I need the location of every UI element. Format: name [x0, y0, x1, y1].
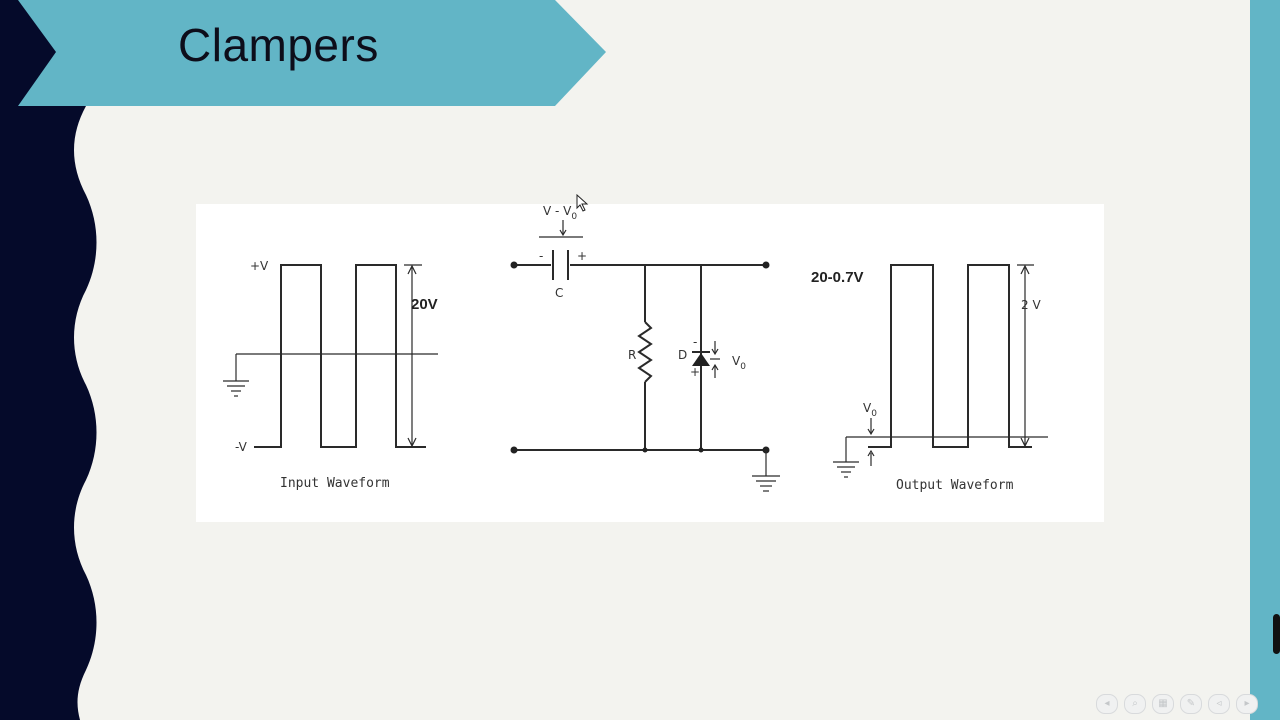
- scrollbar-thumb[interactable]: [1273, 614, 1280, 654]
- input-terminal-top: [510, 261, 518, 269]
- output-caption: Output Waveform: [896, 478, 1014, 493]
- capacitor-icon: [552, 250, 569, 280]
- slides-grid-icon[interactable]: ▦: [1152, 694, 1174, 714]
- clamper-figure: +V -V 20V Input Waveform C - +: [196, 204, 1104, 522]
- back-icon[interactable]: ◃: [1208, 694, 1230, 714]
- banner-dark-chevron: [0, 0, 56, 106]
- input-caption: Input Waveform: [280, 476, 390, 491]
- capacitor-minus: -: [539, 249, 543, 263]
- capacitor-plus: +: [577, 249, 587, 263]
- previous-slide-icon[interactable]: ◂: [1096, 694, 1118, 714]
- input-neg-label: -V: [235, 440, 248, 454]
- output-voltage-arrow: [710, 341, 720, 378]
- input-waveform: +V -V 20V Input Waveform: [223, 259, 438, 491]
- resistor-label: R: [628, 348, 636, 362]
- slide-title: Clampers: [178, 19, 379, 71]
- resistor-icon: [637, 321, 653, 383]
- left-wavy-band: [0, 0, 97, 720]
- output-amplitude-arrow: [1017, 264, 1034, 448]
- output-waveform: V0 20-0.7V 2 V Output Waveform: [811, 264, 1048, 493]
- output-ground-icon: [833, 437, 859, 478]
- input-ground-icon: [223, 354, 249, 397]
- input-amplitude-arrow: [404, 264, 422, 448]
- input-pos-label: +V: [250, 259, 269, 273]
- mouse-cursor-icon: [576, 194, 589, 212]
- output-peak-label: 20-0.7V: [811, 269, 864, 286]
- output-voltage-label: V0: [732, 354, 746, 372]
- input-terminal-bottom: [510, 446, 518, 454]
- output-offset-label: V0: [863, 401, 877, 419]
- clamper-circuit: C - + V - V0 R D - +: [510, 204, 780, 492]
- capacitor-voltage-label: V - V0: [543, 204, 577, 222]
- diode-label: D: [678, 348, 687, 362]
- next-slide-icon[interactable]: ▸: [1236, 694, 1258, 714]
- title-banner: [0, 0, 606, 106]
- diode-icon: [692, 351, 710, 366]
- output-square-wave: [868, 264, 1032, 448]
- pen-icon[interactable]: ✎: [1180, 694, 1202, 714]
- slideshow-toolbar: ◂ ⌕ ▦ ✎ ◃ ▸: [1096, 694, 1258, 714]
- input-square-wave: [254, 264, 426, 448]
- output-offset-arrow: [867, 418, 875, 466]
- capacitor-voltage-arrow: [539, 220, 583, 238]
- search-icon[interactable]: ⌕: [1124, 694, 1146, 714]
- input-amplitude-label: 20V: [411, 296, 438, 313]
- output-terminal-top: [762, 261, 770, 269]
- circuit-ground-icon: [752, 450, 780, 492]
- capacitor-label: C: [555, 286, 563, 300]
- output-amplitude-label: 2 V: [1021, 298, 1041, 312]
- diode-minus: -: [693, 335, 697, 349]
- diode-plus: +: [690, 365, 700, 379]
- right-accent-bar: [1250, 0, 1280, 720]
